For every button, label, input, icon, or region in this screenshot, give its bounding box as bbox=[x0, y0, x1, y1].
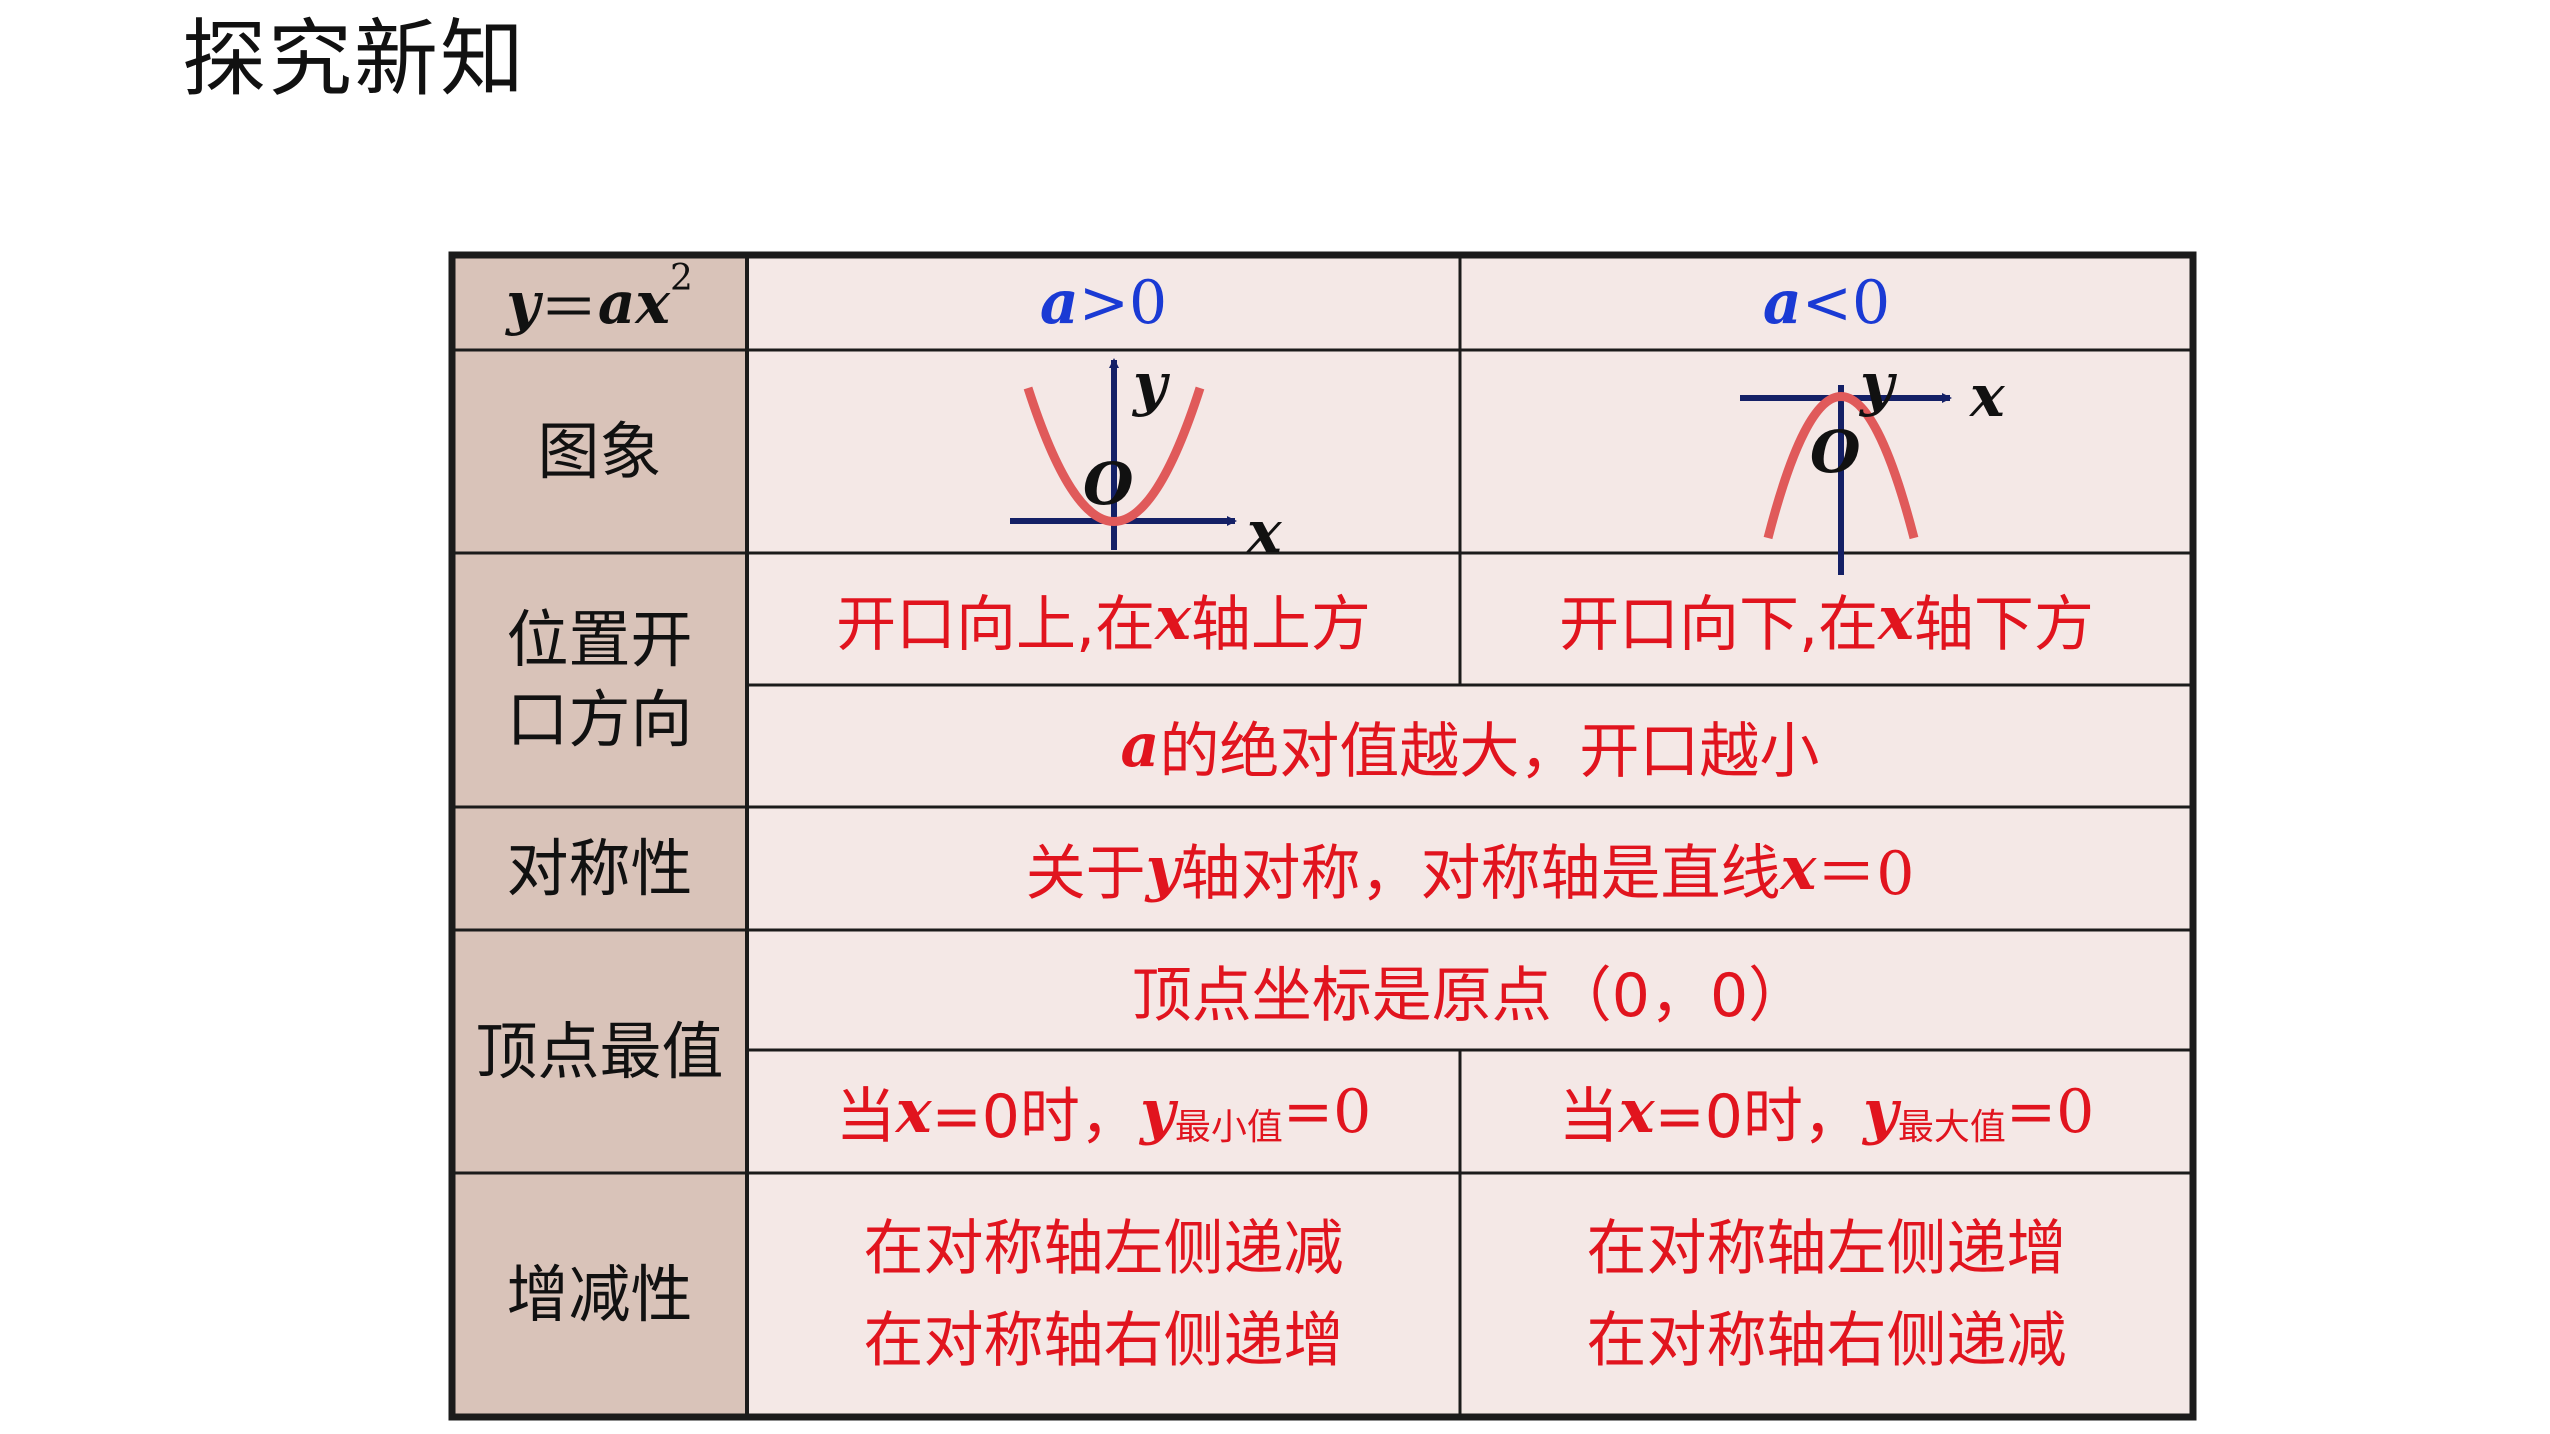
row-label-position-line1: 位置开 bbox=[506, 603, 693, 676]
symmetry-part3: ＝0 bbox=[1816, 839, 1915, 909]
position-pos-part2: 轴上方 bbox=[1190, 589, 1371, 660]
label-column-bg bbox=[452, 255, 747, 1417]
monotonic-a-negative: 在对称轴左侧递增 在对称轴右侧递减 bbox=[1460, 1173, 2193, 1417]
vertex-neg-eq: =0时， bbox=[1654, 1082, 1863, 1152]
vertex-pos-x: x bbox=[895, 1076, 932, 1147]
header-a-neg-rest: <0 bbox=[1801, 267, 1891, 338]
vertex-neg-val: =0 bbox=[2005, 1076, 2095, 1147]
symmetry-y: y bbox=[1145, 833, 1181, 904]
position-pos-x: x bbox=[1155, 584, 1191, 654]
vertex-coordinate-text: 顶点坐标是原点（0，0） bbox=[1131, 960, 1809, 1031]
row-label-monotonic: 增减性 bbox=[506, 1258, 693, 1331]
graph-a-negative bbox=[1740, 385, 1952, 575]
monotonic-pos-line1: 在对称轴左侧递减 bbox=[863, 1214, 1344, 1284]
vertex-neg-y: y bbox=[1862, 1076, 1898, 1147]
position-abs-a-var: a bbox=[1120, 711, 1160, 781]
table-border bbox=[448, 251, 2197, 1421]
monotonic-a-positive: 在对称轴左侧递减 在对称轴右侧递增 bbox=[747, 1173, 1460, 1417]
vertex-pos-eq: =0时， bbox=[931, 1082, 1140, 1152]
vertex-neg-x: x bbox=[1618, 1076, 1655, 1147]
header-a-negative: a<0 bbox=[1460, 255, 2193, 350]
monotonic-neg-line1: 在对称轴左侧递增 bbox=[1586, 1214, 2067, 1284]
slide-title: 探究新知 bbox=[182, 10, 527, 108]
upward-parabola bbox=[1023, 386, 1205, 526]
position-neg-part1: 开口向下,在 bbox=[1559, 589, 1879, 660]
symmetry-x: x bbox=[1780, 833, 1817, 904]
row-label-vertex: 顶点最值 bbox=[475, 1014, 724, 1088]
header-a-pos-var: a bbox=[1039, 267, 1079, 338]
position-pos-part1: 开口向上,在 bbox=[836, 589, 1156, 660]
vertex-pos-y: y bbox=[1139, 1076, 1175, 1147]
vertex-neg-sub: 最大值 bbox=[1897, 1106, 2006, 1148]
header-a-pos-rest: >0 bbox=[1078, 267, 1168, 338]
position-neg-part2: 轴下方 bbox=[1913, 589, 2094, 660]
graph-neg-x-label: x bbox=[1970, 362, 2005, 430]
formula-eq: ＝ bbox=[539, 273, 598, 342]
graph-a-positive bbox=[1010, 358, 1237, 550]
header-a-positive: a>0 bbox=[747, 255, 1460, 350]
row-label-graph: 图象 bbox=[537, 414, 662, 488]
symmetry-part2: 轴对称，对称轴是直线 bbox=[1180, 839, 1781, 909]
formula-y: y bbox=[506, 268, 540, 337]
content-bg bbox=[747, 255, 2193, 1417]
row-label-symmetry: 对称性 bbox=[506, 831, 693, 905]
monotonic-pos-line2: 在对称轴右侧递增 bbox=[863, 1306, 1344, 1376]
graph-pos-y-label: y bbox=[1133, 350, 1167, 418]
position-neg-x: x bbox=[1878, 584, 1914, 654]
formula-exponent: 2 bbox=[669, 258, 693, 299]
vertex-neg-when: 当 bbox=[1558, 1082, 1619, 1152]
formula-ax: ax bbox=[597, 268, 670, 337]
graph-neg-origin-label: O bbox=[1810, 418, 1861, 486]
monotonic-neg-line2: 在对称轴右侧递减 bbox=[1586, 1306, 2067, 1376]
position-abs-a-text: 的绝对值越大，开口越小 bbox=[1159, 716, 1820, 787]
row-label-position-line2: 口方向 bbox=[506, 683, 693, 756]
graph-neg-y-label: y bbox=[1860, 350, 1894, 418]
vertex-coordinate: 顶点坐标是原点（0，0） bbox=[747, 930, 2193, 1050]
vertex-pos-val: =0 bbox=[1282, 1076, 1372, 1147]
downward-parabola bbox=[1763, 392, 1919, 540]
vertex-pos-when: 当 bbox=[835, 1082, 896, 1152]
row-label-position: 位置开 口方向 bbox=[452, 553, 747, 807]
header-a-neg-var: a bbox=[1762, 267, 1802, 338]
symmetry-part1: 关于 bbox=[1025, 839, 1146, 909]
graph-pos-x-label: x bbox=[1247, 498, 1282, 566]
graph-pos-origin-label: O bbox=[1083, 450, 1134, 518]
vertex-pos-sub: 最小值 bbox=[1174, 1106, 1283, 1148]
